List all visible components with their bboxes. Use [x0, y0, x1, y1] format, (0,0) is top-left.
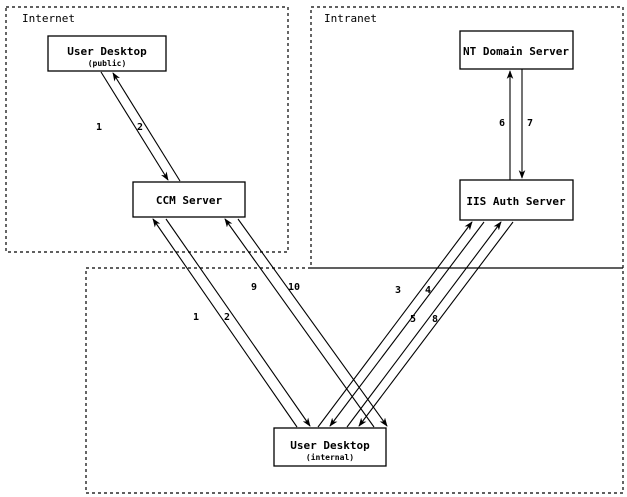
zone-lan-border — [85, 267, 624, 494]
edge-4-iis-to-internal: 4 — [329, 221, 485, 427]
edge-1-internal-to-ccm: 1 — [152, 218, 298, 428]
edge-2-ccm-to-internal: 2 — [165, 218, 311, 427]
edge-5-internal-to-iis: 5 — [346, 221, 502, 428]
edge-label-2-internal: 2 — [224, 312, 230, 323]
edge-label-5: 5 — [410, 314, 416, 325]
edge-3-internal-to-iis: 3 — [317, 221, 473, 428]
node-iis-auth-server-box[interactable] — [459, 179, 574, 221]
node-user-desktop-internal[interactable]: User Desktop (internal) — [273, 427, 387, 467]
edge-label-1: 1 — [96, 122, 102, 133]
edge-6-iis-to-nt: 6 — [499, 70, 514, 180]
edge-label-4: 4 — [425, 285, 431, 296]
edge-1-public-to-ccm: 1 — [96, 71, 169, 181]
edge-label-7: 7 — [527, 118, 533, 129]
node-nt-domain-server-title: NT Domain Server — [463, 45, 569, 58]
node-nt-domain-server-box[interactable] — [459, 30, 574, 70]
node-ccm-server-title: CCM Server — [156, 194, 223, 207]
edge-label-1-internal: 1 — [193, 312, 199, 323]
edge-label-2: 2 — [137, 122, 143, 133]
edge-label-6: 6 — [499, 118, 505, 129]
node-ccm-server[interactable]: CCM Server — [132, 181, 246, 218]
node-user-desktop-public-title: User Desktop — [67, 45, 147, 58]
node-user-desktop-public-box[interactable] — [47, 35, 167, 72]
node-iis-auth-server[interactable]: IIS Auth Server — [459, 179, 574, 221]
node-user-desktop-public[interactable]: User Desktop (public) — [47, 35, 167, 72]
zone-internet-border — [5, 6, 289, 253]
zone-lan — [85, 267, 624, 494]
node-user-desktop-internal-subtitle: (internal) — [306, 452, 354, 462]
edge-label-3: 3 — [395, 285, 401, 296]
zone-intranet-label: Intranet — [324, 12, 377, 25]
zone-internet-label: Internet — [22, 12, 75, 25]
node-user-desktop-internal-box[interactable] — [273, 427, 387, 467]
node-iis-auth-server-title: IIS Auth Server — [466, 195, 566, 208]
edge-8-iis-to-internal: 8 — [358, 221, 514, 427]
node-user-desktop-internal-title: User Desktop — [290, 439, 370, 452]
edge-7-nt-to-iis: 7 — [518, 69, 533, 179]
edge-10-ccm-to-internal: 10 — [237, 218, 388, 427]
edge-label-8: 8 — [432, 314, 438, 325]
edge-9-internal-to-ccm: 9 — [224, 218, 375, 428]
edge-label-10: 10 — [288, 282, 300, 293]
node-nt-domain-server[interactable]: NT Domain Server — [459, 30, 574, 70]
node-user-desktop-public-subtitle: (public) — [88, 58, 127, 68]
zone-internet: Internet — [5, 6, 289, 253]
edge-label-9: 9 — [251, 282, 257, 293]
edge-2-ccm-to-public: 2 — [112, 72, 181, 182]
node-ccm-server-box[interactable] — [132, 181, 246, 218]
